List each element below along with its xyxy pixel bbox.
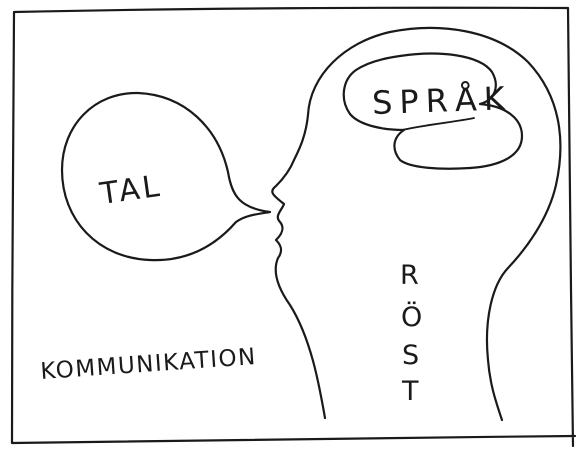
communication-label: KOMMUNIKATION [40, 344, 258, 385]
voice-letter-o: Ö [401, 301, 422, 333]
voice-letter-s: S [402, 340, 419, 371]
voice-letter-t: T [401, 376, 419, 407]
brain-outline [342, 52, 524, 170]
brain-label: SPRÅK [371, 79, 512, 122]
head-outline [271, 26, 562, 422]
brain-fold [401, 117, 475, 131]
speech-bubble-label: TAL [97, 169, 164, 212]
voice-letter-r: R [400, 260, 419, 291]
frame-border [10, 6, 577, 448]
speech-bubble [60, 91, 272, 262]
